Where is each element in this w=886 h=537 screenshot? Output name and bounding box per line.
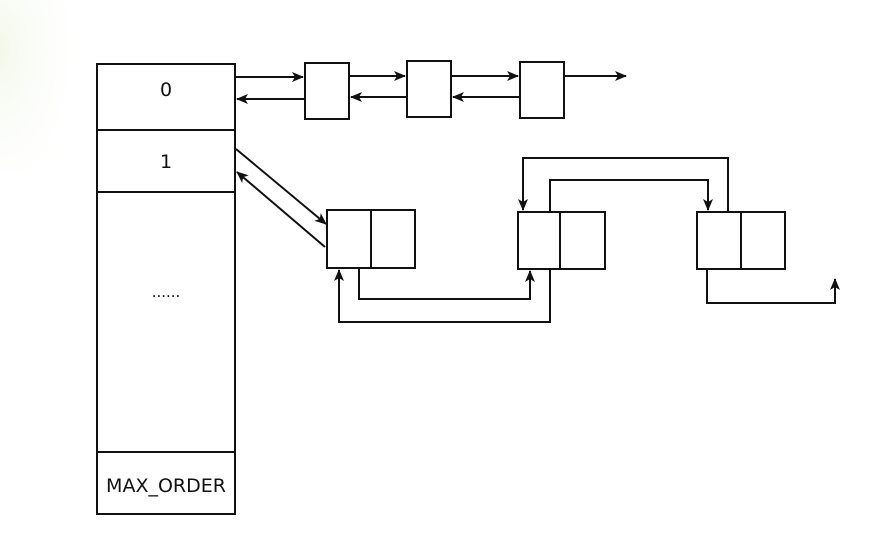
list-node xyxy=(406,60,452,118)
link-arrow xyxy=(236,171,326,248)
slot-label-ellipsis: ...... xyxy=(152,283,181,301)
link-arrow xyxy=(235,148,327,225)
link-arrow xyxy=(358,268,535,300)
slot-label-max-order: MAX_ORDER xyxy=(106,475,226,497)
list-node xyxy=(304,62,350,120)
link-arrow xyxy=(334,269,551,323)
corner-tint xyxy=(0,0,90,170)
list-node xyxy=(519,61,565,119)
link-arrow xyxy=(518,157,729,212)
array-column xyxy=(96,63,236,515)
slot-label-1: 1 xyxy=(160,151,172,173)
link-arrow xyxy=(549,179,713,212)
link-arrow xyxy=(706,269,840,304)
slot-label-0: 0 xyxy=(160,79,172,101)
pair-node xyxy=(517,211,606,270)
